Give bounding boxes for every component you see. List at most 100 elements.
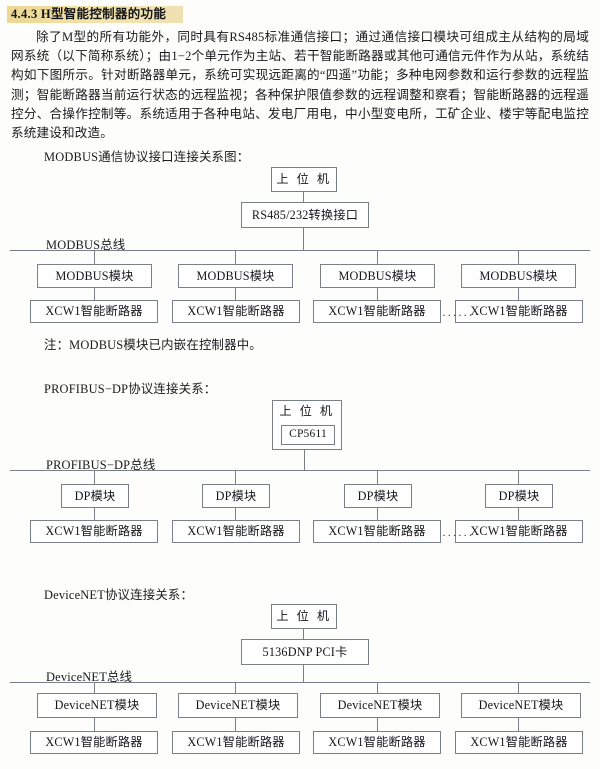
diagram-caption: DeviceNET协议连接关系： [44, 588, 194, 602]
diagram-caption: MODBUS通信协议接口连接关系图： [44, 150, 250, 164]
bus-drop [377, 250, 378, 264]
connector-module-breaker [377, 508, 378, 520]
breaker-box: XCW1智能断路器 [455, 300, 583, 323]
protocol-module-label: DP模块 [215, 488, 257, 503]
protocol-module-label: MODBUS模块 [196, 268, 275, 283]
section-heading-highlight [7, 6, 183, 23]
bus-drop [94, 682, 95, 693]
bus-drop [518, 470, 519, 484]
adapter-box: 5136DNP PCI卡 [241, 639, 369, 665]
bus-drop [377, 682, 378, 693]
connector-module-breaker [518, 718, 519, 731]
protocol-module-box: DP模块 [202, 484, 270, 508]
bus-drop [235, 682, 236, 693]
breaker-label: XCW1智能断路器 [470, 735, 568, 750]
page-title: 4.4.3 H型智能控制器的功能 [11, 7, 167, 21]
breaker-label: XCW1智能断路器 [328, 304, 426, 319]
bus-label: DeviceNET总线 [44, 667, 135, 685]
protocol-module-label: MODBUS模块 [55, 268, 134, 283]
adapter-box: CP5611 [281, 425, 335, 445]
connector-module-breaker [94, 718, 95, 731]
adapter-label: CP5611 [289, 428, 327, 441]
diagram-modbus: MODBUS通信协议接口连接关系图： 上 位 机 RS485/232转换接口 M… [0, 0, 600, 360]
breaker-box: XCW1智能断路器 [313, 731, 441, 754]
breaker-label: XCW1智能断路器 [187, 524, 285, 539]
body-paragraph: 除了M型的所有功能外，同时具有RS485标准通信接口；通过通信接口模块可组成主从… [11, 30, 589, 141]
diagram-note: 注：MODBUS模块已内嵌在控制器中。 [44, 338, 262, 352]
breaker-label: XCW1智能断路器 [45, 735, 143, 750]
protocol-module-box: DeviceNET模块 [461, 693, 581, 718]
bus-drop [235, 470, 236, 484]
protocol-module-box: DeviceNET模块 [178, 693, 298, 718]
host-computer-box: 上 位 机 CP5611 [272, 400, 342, 450]
connector-host-bus [304, 450, 305, 470]
connector-module-breaker [94, 288, 95, 300]
connector-module-breaker [235, 288, 236, 300]
protocol-module-label: DeviceNET模块 [337, 698, 423, 713]
protocol-module-box: DeviceNET模块 [37, 693, 157, 718]
connector-module-breaker [235, 508, 236, 520]
protocol-module-box: MODBUS模块 [178, 264, 293, 288]
protocol-module-label: MODBUS模块 [338, 268, 417, 283]
breaker-box: XCW1智能断路器 [172, 731, 300, 754]
breaker-box: XCW1智能断路器 [313, 300, 441, 323]
adapter-label: 5136DNP PCI卡 [262, 644, 348, 659]
bus-line [10, 470, 590, 471]
protocol-module-label: DeviceNET模块 [478, 698, 564, 713]
bus-drop [377, 470, 378, 484]
adapter-box: RS485/232转换接口 [241, 202, 369, 228]
connector-module-breaker [377, 718, 378, 731]
host-computer-box: 上 位 机 [271, 604, 337, 629]
diagram-caption: PROFIBUS−DP协议连接关系： [44, 382, 217, 396]
breaker-box: XCW1智能断路器 [30, 731, 158, 754]
protocol-module-label: DP模块 [74, 488, 116, 503]
breaker-label: XCW1智能断路器 [328, 524, 426, 539]
connector-module-breaker [518, 288, 519, 300]
breaker-box: XCW1智能断路器 [455, 731, 583, 754]
host-computer-label: 上 位 机 [276, 172, 332, 187]
protocol-module-box: MODBUS模块 [37, 264, 152, 288]
host-computer-label: 上 位 机 [279, 404, 335, 418]
ellipsis-connector: ······ [442, 528, 474, 542]
connector-adapter-bus [303, 228, 304, 250]
bus-label: MODBUS总线 [44, 235, 128, 253]
bus-label: PROFIBUS−DP总线 [44, 455, 158, 473]
protocol-module-box: DeviceNET模块 [320, 693, 440, 718]
connector-module-breaker [94, 508, 95, 520]
host-computer-label: 上 位 机 [276, 609, 332, 624]
bus-line [10, 250, 590, 251]
breaker-label: XCW1智能断路器 [45, 304, 143, 319]
breaker-label: XCW1智能断路器 [328, 735, 426, 750]
adapter-label: RS485/232转换接口 [251, 207, 359, 222]
connector-module-breaker [377, 288, 378, 300]
protocol-module-box: DP模块 [485, 484, 553, 508]
breaker-label: XCW1智能断路器 [187, 304, 285, 319]
breaker-label: XCW1智能断路器 [470, 304, 568, 319]
breaker-label: XCW1智能断路器 [187, 735, 285, 750]
breaker-label: XCW1智能断路器 [45, 524, 143, 539]
breaker-box: XCW1智能断路器 [172, 520, 300, 543]
breaker-box: XCW1智能断路器 [313, 520, 441, 543]
bus-drop [94, 250, 95, 264]
protocol-module-label: DeviceNET模块 [195, 698, 281, 713]
protocol-module-box: DP模块 [61, 484, 129, 508]
breaker-box: XCW1智能断路器 [455, 520, 583, 543]
protocol-module-box: MODBUS模块 [461, 264, 576, 288]
breaker-box: XCW1智能断路器 [30, 300, 158, 323]
protocol-module-box: MODBUS模块 [320, 264, 435, 288]
protocol-module-label: DP模块 [357, 488, 399, 503]
protocol-module-label: DeviceNET模块 [54, 698, 140, 713]
diagram-profibus-dp: PROFIBUS−DP协议连接关系： 上 位 机 CP5611 PROFIBUS… [0, 0, 600, 543]
bus-drop [518, 250, 519, 264]
protocol-module-label: DP模块 [498, 488, 540, 503]
connector-module-breaker [518, 508, 519, 520]
bus-drop [235, 250, 236, 264]
ellipsis-connector: ······ [442, 308, 474, 322]
connector-module-breaker [235, 718, 236, 731]
breaker-box: XCW1智能断路器 [30, 520, 158, 543]
bus-drop [94, 470, 95, 484]
bus-line [10, 682, 590, 683]
bus-drop [518, 682, 519, 693]
protocol-module-box: DP模块 [344, 484, 412, 508]
